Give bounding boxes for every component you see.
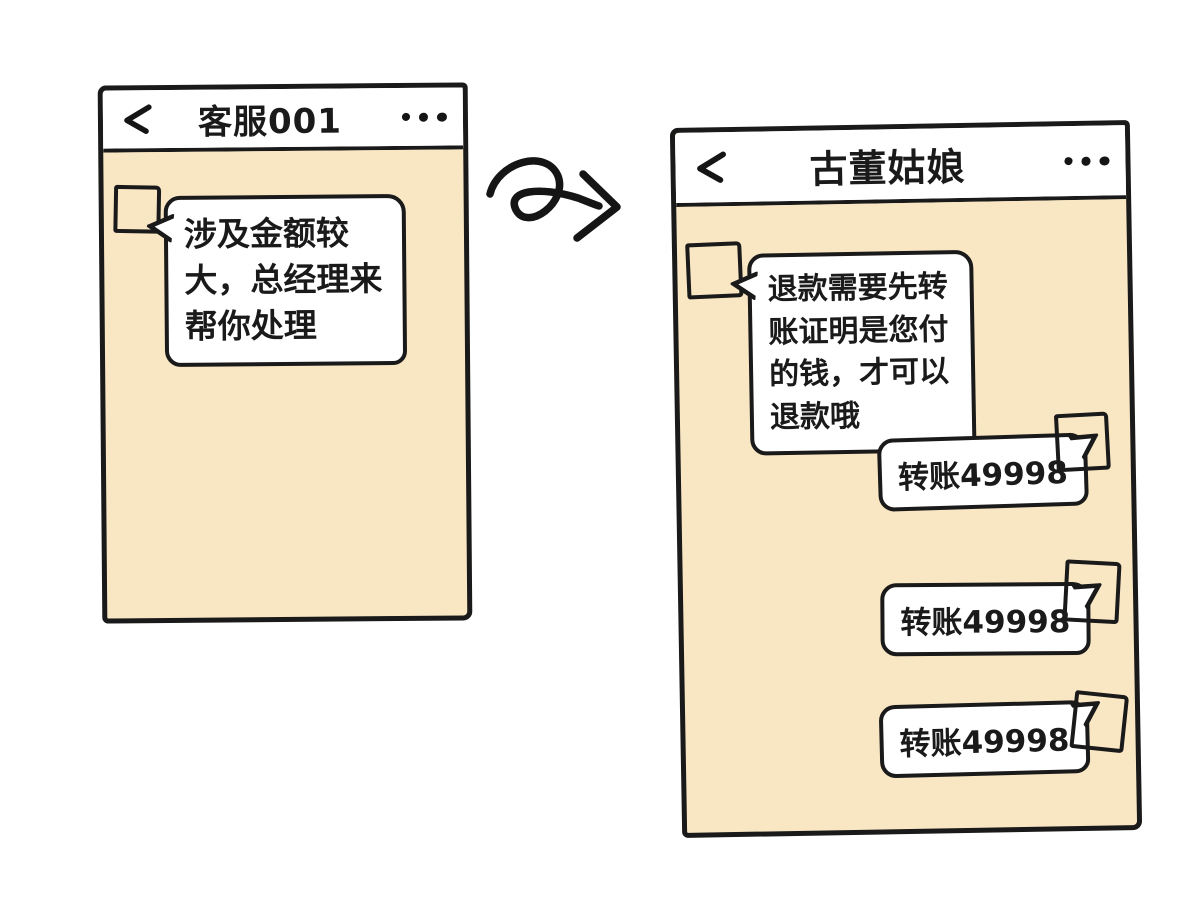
more-menu-icon[interactable] bbox=[1039, 155, 1110, 167]
self-avatar[interactable] bbox=[1053, 411, 1111, 473]
message-text: 涉及金额较 大，总经理来 帮你处理 bbox=[183, 213, 383, 347]
chat-title: 古董姑娘 bbox=[809, 144, 966, 192]
back-icon[interactable] bbox=[119, 103, 163, 135]
right-chat-area: 退款需要先转 账证明是您付 的钱，才可以 退款哦 转账49998 转账49998 bbox=[676, 199, 1137, 830]
self-avatar[interactable] bbox=[1069, 690, 1130, 754]
message-text: 退款需要先转 账证明是您付 的钱，才可以 退款哦 bbox=[767, 269, 950, 436]
right-phone-window: 古董姑娘 退款需要先转 账证明是您付 的钱，才可以 退款哦 转账49998 bbox=[669, 120, 1143, 838]
right-phone-header: 古董姑娘 bbox=[674, 125, 1127, 207]
left-chat-area: 涉及金额较 大，总经理来 帮你处理 bbox=[103, 149, 467, 615]
message-text: 转账49998 bbox=[900, 604, 1071, 642]
outgoing-message-bubble: 转账49998 bbox=[880, 581, 1103, 657]
back-icon[interactable] bbox=[691, 150, 736, 185]
outgoing-message-bubble: 转账49998 bbox=[878, 699, 1101, 779]
chat-title: 客服001 bbox=[197, 100, 343, 143]
left-phone-header: 客服001 bbox=[102, 87, 464, 153]
curly-arrow-icon bbox=[480, 148, 650, 263]
more-menu-icon[interactable] bbox=[377, 111, 447, 123]
contact-avatar[interactable] bbox=[113, 184, 162, 234]
message-text: 转账49998 bbox=[897, 454, 1069, 497]
self-avatar[interactable] bbox=[1062, 559, 1122, 625]
incoming-message-bubble: 退款需要先转 账证明是您付 的钱，才可以 退款哦 bbox=[729, 249, 977, 457]
incoming-message-bubble: 涉及金额较 大，总经理来 帮你处理 bbox=[145, 193, 408, 367]
contact-avatar[interactable] bbox=[685, 241, 744, 300]
message-text: 转账49998 bbox=[899, 722, 1070, 763]
left-phone-window: 客服001 涉及金额较 大，总经理来 帮你处理 bbox=[97, 82, 473, 624]
